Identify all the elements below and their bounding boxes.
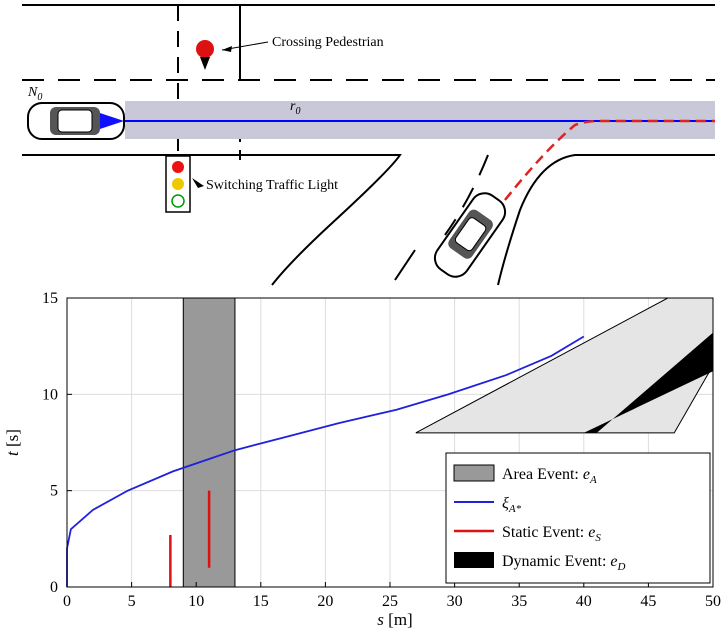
legend-dynamic-swatch: [454, 552, 494, 568]
trajectory-line: [66, 335, 585, 587]
route-label: r0: [290, 99, 300, 117]
pedestrian-marker: [196, 40, 214, 70]
pedestrian-arrowhead: [222, 46, 232, 52]
ego-sensor-cone: [100, 113, 124, 129]
x-tick-label: 25: [382, 593, 398, 610]
merging-vehicle-path: [504, 119, 715, 201]
x-tick-label: 45: [640, 593, 656, 610]
legend-label: Dynamic Event: eD: [502, 553, 626, 573]
legend-area-swatch: [453, 464, 495, 482]
vehicle-label: N0: [27, 85, 42, 103]
x-tick-label: 50: [705, 593, 721, 610]
x-tick-label: 5: [128, 593, 136, 610]
road-bottom-edge-right: [497, 154, 715, 286]
x-tick-label: 40: [576, 593, 592, 610]
pedestrian-label: Crossing Pedestrian: [272, 35, 384, 50]
legend-label: ξA*: [502, 495, 522, 515]
y-tick-label: 15: [42, 290, 58, 307]
light-arrowhead: [192, 178, 204, 188]
traffic-light: [165, 155, 191, 213]
x-tick-label: 10: [188, 593, 204, 610]
legend-label: Area Event: eA: [502, 466, 597, 486]
y-tick-label: 5: [50, 483, 58, 500]
ramp-dashed-lane: [444, 154, 489, 236]
traffic-scene: N0 r0 Crossing Pedestrian Switching Traf…: [22, 4, 715, 286]
x-tick-label: 15: [253, 593, 269, 610]
st-chart: 0 5 10 15 20 25 30 35 40 45 50 0 5 10 15 s [m] t [s] Area…: [3, 290, 721, 629]
road-bottom-edge-left: [22, 154, 402, 286]
dynamic-event-region-light: [415, 297, 714, 434]
x-tick-label: 0: [63, 593, 71, 610]
traffic-light-label: Switching Traffic Light: [206, 178, 338, 193]
legend-label: Static Event: eS: [502, 524, 601, 544]
x-axis-label: s [m]: [377, 610, 412, 629]
x-tick-label: 30: [447, 593, 463, 610]
ramp-lane-segment: [394, 249, 416, 281]
y-tick-label: 10: [42, 386, 58, 403]
x-tick-label: 20: [317, 593, 333, 610]
dynamic-event-region-dark: [532, 332, 713, 433]
x-tick-label: 35: [511, 593, 527, 610]
merging-vehicle: [433, 192, 507, 278]
ego-vehicle: [27, 102, 125, 140]
y-tick-label: 0: [50, 579, 58, 596]
y-axis-label: t [s]: [3, 429, 22, 456]
